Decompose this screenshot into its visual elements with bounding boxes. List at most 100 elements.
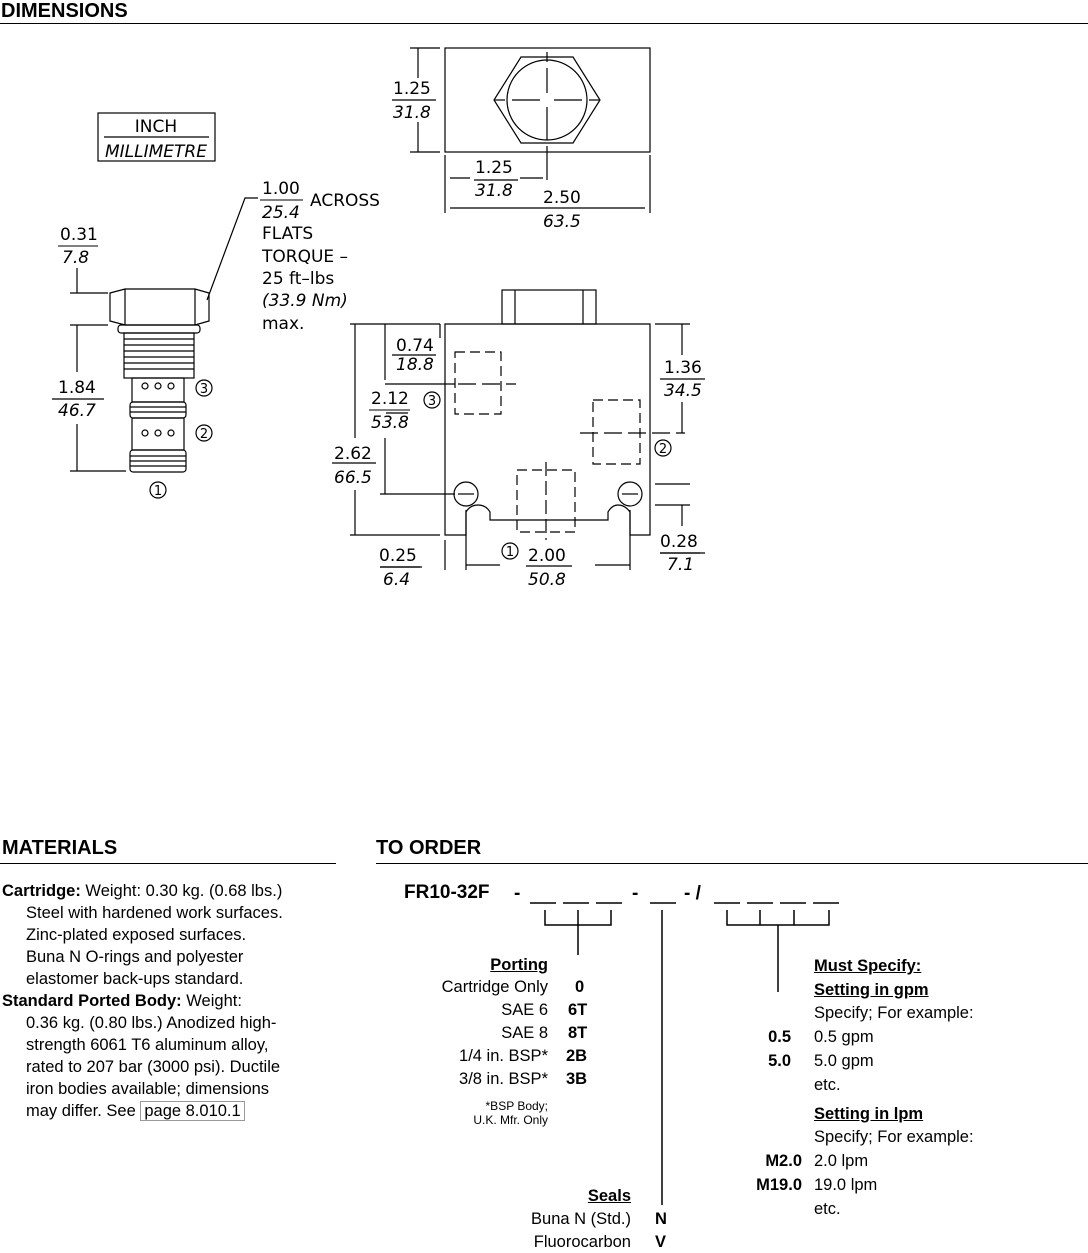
hex-height-in: 0.31 bbox=[60, 225, 98, 245]
port-1-label-cartridge: 1 bbox=[154, 484, 162, 499]
cartridge-length-mm: 46.7 bbox=[58, 401, 96, 421]
torque-line-3: (33.9 Nm) bbox=[262, 291, 348, 311]
torque-line-4: max. bbox=[262, 314, 304, 334]
gpm-code: 0.5 bbox=[768, 1028, 791, 1046]
cartridge-line: Steel with hardened work surfaces. bbox=[26, 904, 283, 922]
port-1-label-body: 1 bbox=[506, 545, 514, 560]
port-1-marker-body bbox=[501, 542, 519, 560]
svg-text:-: - bbox=[632, 883, 638, 904]
lpm-code: M2.0 bbox=[765, 1152, 802, 1170]
cartridge-length-in: 1.84 bbox=[58, 378, 96, 398]
top-center-in: 1.25 bbox=[475, 158, 513, 178]
dim-025-in: 0.25 bbox=[379, 546, 417, 566]
cartridge-weight: Weight: 0.30 kg. (0.68 lbs.) bbox=[80, 882, 283, 900]
seal-code: V bbox=[655, 1233, 667, 1251]
lpm-example-label: Specify; For example: bbox=[814, 1128, 974, 1146]
porting-code: 3B bbox=[566, 1070, 588, 1088]
porting-code: 6T bbox=[568, 1001, 588, 1019]
to-order-rule bbox=[376, 863, 1088, 864]
top-center-mm: 31.8 bbox=[475, 181, 513, 201]
across-mm: 25.4 bbox=[262, 203, 300, 223]
lpm-etc: etc. bbox=[814, 1200, 841, 1218]
porting-option: SAE 6 bbox=[501, 1001, 548, 1019]
dimensions-rule bbox=[0, 23, 1088, 24]
body-line-last: may differ. See bbox=[26, 1102, 141, 1120]
port-2-label-cartridge: 2 bbox=[200, 427, 208, 442]
dimensions-heading: DIMENSIONS bbox=[1, 0, 128, 22]
porting-option: 1/4 in. BSP* bbox=[459, 1047, 548, 1065]
materials-rule bbox=[0, 863, 336, 864]
hex-height-mm: 7.8 bbox=[62, 248, 89, 268]
dim-200-in: 2.00 bbox=[528, 546, 566, 566]
body-label: Standard Ported Body: bbox=[2, 992, 182, 1010]
porting-option: Cartridge Only bbox=[441, 978, 548, 996]
gpm-value: 0.5 gpm bbox=[814, 1028, 874, 1046]
to-order-heading: TO ORDER bbox=[376, 837, 482, 859]
seal-code: N bbox=[655, 1210, 667, 1228]
bsp-note-1: *BSP Body; bbox=[485, 1099, 548, 1113]
setting-lpm-title: Setting in lpm bbox=[814, 1105, 924, 1123]
lpm-value: 19.0 lpm bbox=[814, 1176, 878, 1194]
porting-option: SAE 8 bbox=[501, 1024, 548, 1042]
body-line: iron bodies available; dimensions bbox=[26, 1080, 270, 1098]
must-specify-title: Must Specify: bbox=[814, 957, 922, 975]
body-line: strength 6061 T6 aluminum alloy, bbox=[26, 1036, 269, 1054]
seal-option: Fluorocarbon bbox=[533, 1233, 631, 1251]
model-code: FR10-32F bbox=[404, 882, 490, 904]
cartridge-line: elastomer back-ups standard. bbox=[26, 970, 244, 988]
dim-200-mm: 50.8 bbox=[528, 570, 566, 590]
dim-074-mm: 18.8 bbox=[396, 355, 434, 375]
dim-212-mm: 53.8 bbox=[371, 413, 409, 433]
top-height-in: 1.25 bbox=[393, 79, 431, 99]
top-height-mm: 31.8 bbox=[393, 103, 431, 123]
gpm-etc: etc. bbox=[814, 1076, 841, 1094]
lpm-value: 2.0 lpm bbox=[814, 1152, 869, 1170]
gpm-value: 5.0 gpm bbox=[814, 1052, 874, 1070]
port-3-label-body: 3 bbox=[428, 394, 436, 409]
page-reference-link[interactable]: page 8.010.1 bbox=[140, 1101, 245, 1121]
across-word: ACROSS bbox=[310, 191, 380, 211]
svg-text:-: - bbox=[514, 883, 520, 904]
porting-option: 3/8 in. BSP* bbox=[459, 1070, 548, 1088]
model-code-text: FR10-32F bbox=[404, 882, 490, 903]
seals-title: Seals bbox=[587, 1187, 631, 1205]
port-3-marker-body bbox=[423, 391, 441, 409]
dim-028-in: 0.28 bbox=[660, 532, 698, 552]
top-view-hex bbox=[493, 56, 601, 144]
legend-mm: MILLIMETRE bbox=[105, 142, 207, 162]
port-1-marker-cartridge bbox=[149, 481, 167, 499]
porting-code: 8T bbox=[568, 1024, 588, 1042]
gpm-example-label: Specify; For example: bbox=[814, 1004, 974, 1022]
units-legend-box bbox=[97, 112, 216, 162]
body-line: rated to 207 bar (3000 psi). Ductile bbox=[26, 1058, 281, 1076]
front-view-body bbox=[444, 323, 651, 536]
dim-212-in: 2.12 bbox=[371, 389, 409, 409]
materials-section: Cartridge: Weight: 0.30 kg. (0.68 lbs.) … bbox=[2, 880, 332, 1122]
dim-262-in: 2.62 bbox=[334, 444, 372, 464]
dim-136-in: 1.36 bbox=[664, 358, 702, 378]
dim-136-mm: 34.5 bbox=[664, 381, 702, 401]
port-2-label-body: 2 bbox=[659, 442, 667, 457]
port-3-marker-cartridge bbox=[195, 379, 213, 397]
body-line: 0.36 kg. (0.80 lbs.) Anodized high- bbox=[26, 1014, 277, 1032]
materials-heading: MATERIALS bbox=[2, 837, 118, 859]
seal-option: Buna N (Std.) bbox=[531, 1210, 631, 1228]
cartridge-line: Buna N O-rings and polyester bbox=[26, 948, 244, 966]
svg-text:- /: - / bbox=[684, 883, 702, 904]
lpm-code: M19.0 bbox=[756, 1176, 802, 1194]
legend-inch: INCH bbox=[135, 117, 177, 137]
dimension-drawing: INCH MILLIMETRE 1.00 25.4 ACROSS FLATS T… bbox=[52, 47, 705, 590]
body-weight-label: Weight: bbox=[181, 992, 242, 1010]
gpm-code: 5.0 bbox=[768, 1052, 791, 1070]
bsp-note-2: U.K. Mfr. Only bbox=[473, 1113, 548, 1127]
cartridge-hex bbox=[109, 288, 210, 326]
dim-074-in: 0.74 bbox=[396, 336, 434, 356]
top-width-in: 2.50 bbox=[543, 188, 581, 208]
across-in: 1.00 bbox=[262, 179, 300, 199]
porting-title: Porting bbox=[490, 956, 548, 974]
setting-gpm-title: Setting in gpm bbox=[814, 981, 929, 999]
cartridge-label: Cartridge: bbox=[2, 882, 81, 900]
porting-code: 0 bbox=[575, 978, 585, 996]
cartridge-line: Zinc-plated exposed surfaces. bbox=[26, 926, 247, 944]
